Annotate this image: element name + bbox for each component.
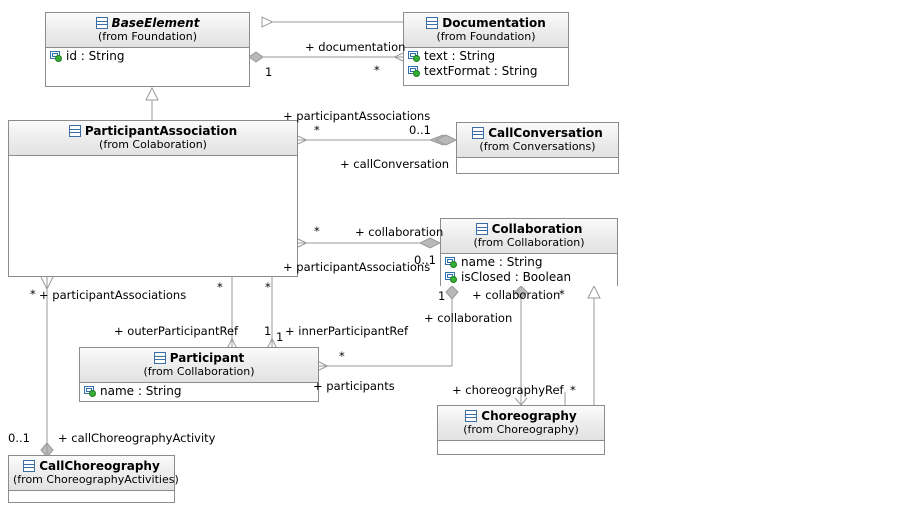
multiplicity-pa-collaboration-source: * [314, 224, 320, 238]
class-package: (from Conversations) [479, 140, 596, 153]
class-package: (from Choreography) [463, 423, 579, 436]
class-choreography[interactable]: Choreography (from Choreography) [437, 405, 605, 455]
class-attributes: name : String isClosed : Boolean [441, 254, 617, 286]
class-icon [472, 127, 485, 139]
multiplicity-base-documentation-target: * [374, 63, 380, 77]
edge-label-call-choreography-activity: + callChoreographyActivity [58, 431, 216, 445]
attribute-icon [445, 272, 458, 283]
class-header: ParticipantAssociation (from Colaboratio… [9, 121, 297, 156]
class-participant-association[interactable]: ParticipantAssociation (from Colaboratio… [8, 120, 298, 277]
attribute-icon [408, 51, 421, 62]
attribute-label: name : String [100, 384, 182, 398]
multiplicity-call-choreography-activity: 0..1 [8, 431, 30, 445]
edge-label-collaboration-right: + collaboration [472, 288, 561, 302]
attribute-row: text : String [404, 49, 568, 64]
edge-label-participant-associations-left: + participantAssociations [39, 288, 187, 302]
class-icon [426, 17, 439, 29]
attribute-row: name : String [80, 384, 318, 399]
attribute-icon [84, 386, 97, 397]
class-participant[interactable]: Participant (from Collaboration) name : … [79, 347, 319, 402]
class-package: (from Foundation) [97, 30, 198, 43]
class-call-conversation[interactable]: CallConversation (from Conversations) [456, 122, 619, 174]
class-collaboration[interactable]: Collaboration (from Collaboration) name … [440, 218, 618, 286]
class-attributes: id : String [46, 48, 249, 65]
attribute-label: text : String [424, 49, 496, 63]
class-header: CallChoreography (from ChoreographyActiv… [9, 456, 179, 491]
class-package: (from Collaboration) [473, 236, 585, 249]
attribute-row: name : String [441, 255, 617, 270]
edge-label-documentation: + documentation [305, 40, 406, 54]
multiplicity-outer-participant-ref-star: * [217, 280, 223, 294]
edge-label-inner-participant-ref: + innerParticipantRef [285, 324, 409, 338]
class-attributes: name : String [80, 383, 318, 400]
class-icon [95, 17, 108, 29]
attribute-row: id : String [46, 49, 249, 64]
attribute-icon [50, 51, 63, 62]
multiplicity-choreography-ref-star: * [570, 383, 576, 397]
class-name: CallConversation [488, 126, 603, 140]
attribute-label: textFormat : String [424, 64, 538, 78]
attribute-icon [408, 66, 421, 77]
class-documentation[interactable]: Documentation (from Foundation) text : S… [403, 12, 569, 86]
multiplicity-base-documentation-source: 1 [265, 65, 273, 79]
class-name: BaseElement [111, 16, 200, 30]
class-icon [68, 125, 81, 137]
class-attributes [9, 491, 174, 493]
attribute-icon [445, 257, 458, 268]
multiplicity-pa-collaboration-target: 0..1 [414, 253, 436, 267]
multiplicity-pa-callconversation-target: 0..1 [409, 123, 431, 137]
class-attributes [9, 156, 297, 158]
multiplicity-inner-participant-ref-star: * [265, 280, 271, 294]
class-name: Documentation [442, 16, 546, 30]
multiplicity-collaboration-participant-star: * [559, 287, 565, 301]
class-icon [153, 352, 166, 364]
class-package: (from Colaboration) [99, 138, 207, 151]
attribute-row: isClosed : Boolean [441, 270, 617, 285]
multiplicity-pa-left: * [30, 287, 36, 301]
class-icon [23, 460, 36, 472]
attribute-label: name : String [461, 255, 543, 269]
multiplicity-pa-callconversation-source: * [314, 123, 320, 137]
class-package: (from ChoreographyActivities) [13, 473, 179, 486]
class-package: (from Collaboration) [143, 365, 255, 378]
class-package: (from Foundation) [436, 30, 536, 43]
edge-label-participants: + participants [313, 379, 395, 393]
edge-label-collaboration-low: + collaboration [424, 311, 513, 325]
class-attributes [457, 158, 618, 160]
class-header: Documentation (from Foundation) [404, 13, 568, 48]
multiplicity-participants-star: * [339, 349, 345, 363]
class-name: Collaboration [491, 222, 583, 236]
class-base-element[interactable]: BaseElement (from Foundation) id : Strin… [45, 12, 250, 87]
edge-label-participant-associations-top: + participantAssociations [283, 109, 431, 123]
edge-label-outer-participant-ref: + outerParticipantRef [114, 324, 239, 338]
multiplicity-outer-participant-ref-one: 1 [264, 324, 272, 338]
class-icon [465, 410, 478, 422]
multiplicity-collaboration-participant-one: 1 [438, 289, 446, 303]
class-name: CallChoreography [39, 459, 160, 473]
class-header: Collaboration (from Collaboration) [441, 219, 617, 254]
attribute-row: textFormat : String [404, 64, 568, 79]
class-name: Choreography [481, 409, 577, 423]
edge-label-participant-associations-mid: + participantAssociations [283, 260, 431, 274]
class-attributes [438, 441, 604, 443]
attribute-label: isClosed : Boolean [461, 270, 572, 284]
class-header: BaseElement (from Foundation) [46, 13, 249, 48]
class-header: Participant (from Collaboration) [80, 348, 318, 383]
class-call-choreography[interactable]: CallChoreography (from ChoreographyActiv… [8, 455, 179, 503]
class-name: Participant [169, 351, 245, 365]
multiplicity-inner-participant-ref-one: 1 [276, 330, 284, 344]
class-header: Choreography (from Choreography) [438, 406, 604, 441]
edge-label-collaboration-top: + collaboration [355, 225, 444, 239]
class-name: ParticipantAssociation [84, 124, 238, 138]
class-icon [475, 223, 488, 235]
class-header: CallConversation (from Conversations) [457, 123, 618, 158]
edge-label-call-conversation: + callConversation [340, 157, 450, 171]
edge-label-choreography-ref: + choreographyRef [452, 383, 564, 397]
class-attributes: text : String textFormat : String [404, 48, 568, 80]
attribute-label: id : String [66, 49, 125, 63]
